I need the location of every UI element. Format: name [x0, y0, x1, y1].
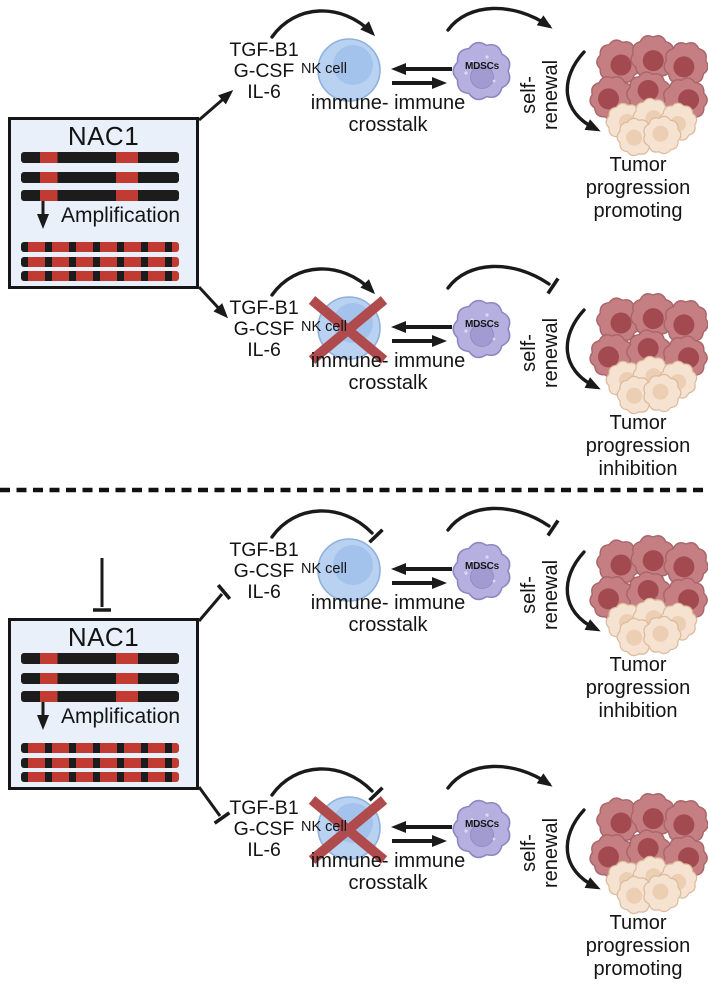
progression-word: progression: [585, 435, 691, 457]
tumor-word: Tumor: [609, 412, 667, 434]
mdsc-label: MDSCs: [464, 61, 499, 72]
gene-bar-normal: [21, 673, 179, 684]
mdsc-label: MDSCs: [464, 319, 499, 330]
cytokine-il6: IL-6: [247, 839, 281, 861]
cytokine-tgfb1: TGF-B1: [229, 797, 299, 819]
crosstalk-line-1: immune- immune: [310, 850, 466, 872]
cytokine-labels: TGF-B1 G-CSF IL-6: [220, 298, 308, 361]
self-renewal-label: self- renewal: [518, 800, 562, 906]
outcome-word: promoting: [593, 200, 683, 222]
gene-bar-amplified: [21, 758, 179, 768]
branch-top-2: TGF-B1 G-CSF IL-6 NK cell MDSCs immune- …: [0, 258, 708, 503]
gene-bar-amplified: [21, 257, 179, 267]
gene-bar-normal: [21, 691, 179, 702]
nac1-gene-box-bottom: NAC1 Amplification: [8, 618, 199, 790]
self-renewal-line-2: renewal: [540, 559, 562, 631]
crosstalk-line-2: crosstalk: [348, 372, 428, 394]
mdsc-label: MDSCs: [464, 561, 499, 572]
gene-bar-amplified: [21, 271, 179, 281]
amplification-label: Amplification: [61, 705, 181, 728]
gene-bar-normal: [21, 152, 179, 163]
crosstalk-line-2: crosstalk: [348, 114, 428, 136]
gene-bar-normal: [21, 172, 179, 183]
mdsc-label: MDSCs: [464, 819, 499, 830]
tumor-outcome-label: Tumor progression promoting: [568, 154, 708, 223]
gene-bar-amplified: [21, 242, 179, 252]
crosstalk-line-1: immune- immune: [310, 350, 466, 372]
branch-bottom-2: TGF-B1 G-CSF IL-6 NK cell MDSCs immune- …: [0, 758, 708, 987]
cytokine-labels: TGF-B1 G-CSF IL-6: [220, 40, 308, 103]
cytokine-il6: IL-6: [247, 81, 281, 103]
nk-cell-label: NK cell: [301, 61, 347, 77]
cytokine-il6: IL-6: [247, 581, 281, 603]
cytokine-il6: IL-6: [247, 339, 281, 361]
progression-word: progression: [585, 177, 691, 199]
crosstalk-label: immune- immune crosstalk: [302, 92, 474, 136]
crosstalk-label: immune- immune crosstalk: [302, 592, 474, 636]
nac1-title: NAC1: [67, 622, 140, 652]
amplification-label: Amplification: [61, 204, 181, 227]
progression-word: progression: [585, 677, 691, 699]
cytokine-labels: TGF-B1 G-CSF IL-6: [220, 798, 308, 861]
crosstalk-label: immune- immune crosstalk: [302, 350, 474, 394]
cytokine-tgfb1: TGF-B1: [229, 539, 299, 561]
self-renewal-line-1: self-: [518, 334, 540, 372]
self-renewal-line-1: self-: [518, 576, 540, 614]
progression-word: progression: [585, 935, 691, 957]
cytokine-tgfb1: TGF-B1: [229, 39, 299, 61]
branch-bottom-1: TGF-B1 G-CSF IL-6 NK cell MDSCs immune- …: [0, 500, 708, 745]
cytokine-labels: TGF-B1 G-CSF IL-6: [220, 540, 308, 603]
nk-cell-label: NK cell: [301, 319, 347, 335]
outcome-word: inhibition: [598, 700, 678, 722]
self-renewal-label: self- renewal: [518, 300, 562, 406]
crosstalk-line-2: crosstalk: [348, 614, 428, 636]
cytokine-gcsf: G-CSF: [233, 818, 295, 840]
gene-bar-amplified: [21, 743, 179, 753]
gene-bar-normal: [21, 653, 179, 664]
nk-cell-label: NK cell: [301, 819, 347, 835]
nac1-title: NAC1: [67, 121, 140, 151]
gene-bar-normal: [21, 190, 179, 201]
self-renewal-label: self- renewal: [518, 542, 562, 648]
crosstalk-line-1: immune- immune: [310, 592, 466, 614]
tumor-outcome-label: Tumor progression inhibition: [568, 654, 708, 723]
crosstalk-line-2: crosstalk: [348, 872, 428, 894]
cytokine-gcsf: G-CSF: [233, 318, 295, 340]
branch-top-1: TGF-B1 G-CSF IL-6 NK cell MDSCs immune- …: [0, 0, 708, 245]
tumor-word: Tumor: [609, 912, 667, 934]
cytokine-gcsf: G-CSF: [233, 60, 295, 82]
self-renewal-line-2: renewal: [540, 317, 562, 389]
self-renewal-label: self- renewal: [518, 42, 562, 148]
self-renewal-line-2: renewal: [540, 817, 562, 889]
self-renewal-line-1: self-: [518, 834, 540, 872]
gene-bar-amplified: [21, 772, 179, 782]
outcome-word: inhibition: [598, 458, 678, 480]
cytokine-gcsf: G-CSF: [233, 560, 295, 582]
cytokine-tgfb1: TGF-B1: [229, 297, 299, 319]
crosstalk-label: immune- immune crosstalk: [302, 850, 474, 894]
self-renewal-line-1: self-: [518, 76, 540, 114]
nk-cell-label: NK cell: [301, 561, 347, 577]
tumor-outcome-label: Tumor progression promoting: [568, 912, 708, 981]
self-renewal-line-2: renewal: [540, 59, 562, 131]
nac1-gene-box-top: NAC1 Amplification: [8, 117, 199, 289]
tumor-word: Tumor: [609, 154, 667, 176]
outcome-word: promoting: [593, 958, 683, 980]
tumor-outcome-label: Tumor progression inhibition: [568, 412, 708, 481]
tumor-word: Tumor: [609, 654, 667, 676]
crosstalk-line-1: immune- immune: [310, 92, 466, 114]
